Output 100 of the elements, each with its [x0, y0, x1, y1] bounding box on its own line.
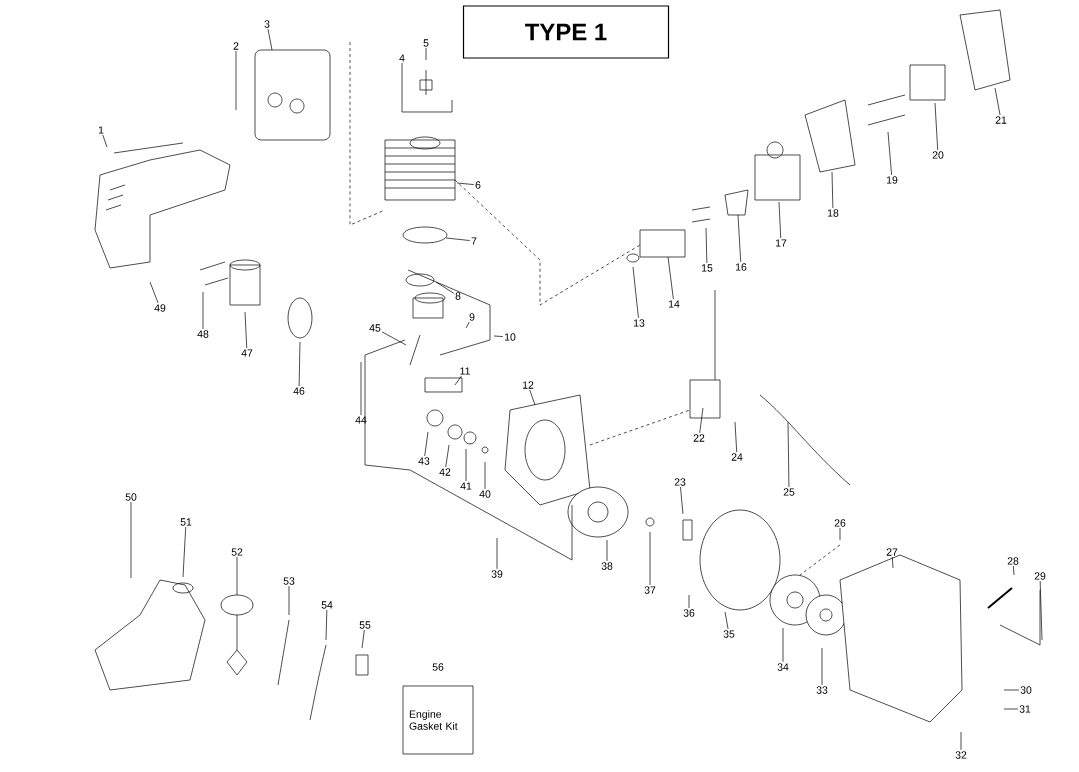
- callout-number: 55: [359, 621, 371, 629]
- leader-line: [887, 131, 892, 176]
- leader-line: [737, 214, 742, 263]
- leader-line: [267, 28, 273, 51]
- callout-number: 9: [469, 313, 475, 321]
- callout-number: 8: [455, 292, 461, 300]
- callout-number: 28: [1007, 557, 1019, 565]
- callout-number: 12: [523, 381, 534, 389]
- callout-number: 41: [460, 482, 472, 490]
- leader-line: [529, 389, 536, 406]
- leader-line: [1003, 689, 1020, 691]
- leader-line: [606, 539, 608, 562]
- callout-number: 34: [777, 663, 789, 671]
- leader-line: [244, 311, 248, 349]
- callout-number: 15: [702, 264, 713, 272]
- callout-number: 36: [683, 609, 695, 617]
- leader-line: [688, 594, 690, 609]
- leader-line: [401, 62, 403, 101]
- callout-number: 39: [491, 570, 503, 578]
- callout-number: 4: [399, 54, 405, 62]
- leader-line: [465, 321, 470, 329]
- title-box: TYPE 1: [462, 5, 670, 59]
- callout-number: 49: [154, 304, 166, 312]
- leader-line: [425, 47, 427, 61]
- leader-line: [456, 182, 475, 185]
- leader-line: [787, 421, 790, 488]
- leader-line: [680, 486, 684, 515]
- callout-number: 37: [644, 586, 656, 594]
- callout-number: 54: [321, 601, 333, 609]
- leader-line: [960, 731, 962, 751]
- leader-line: [994, 87, 1001, 116]
- callout-number: 17: [776, 239, 787, 247]
- leader-line: [934, 102, 939, 151]
- callout-number: 2: [233, 42, 239, 50]
- leader-line: [435, 281, 455, 294]
- leader-line: [1039, 580, 1043, 641]
- leader-line: [149, 281, 159, 304]
- leader-line: [667, 256, 674, 300]
- callout-number: 21: [995, 116, 1007, 124]
- callout-number: 50: [125, 493, 137, 501]
- leader-line: [235, 50, 237, 111]
- callout-number: 30: [1020, 686, 1032, 694]
- callout-number: 48: [197, 330, 209, 338]
- callout-number: 35: [723, 630, 735, 638]
- callout-number: 38: [601, 562, 613, 570]
- callout-number: 11: [460, 367, 470, 375]
- callout-number: 51: [180, 518, 192, 526]
- leader-line: [734, 421, 738, 453]
- leader-line: [699, 407, 704, 434]
- callout-number: 42: [439, 468, 451, 476]
- leader-line: [102, 134, 108, 148]
- callout-number: 31: [1019, 705, 1031, 713]
- callout-number: 13: [634, 319, 645, 327]
- leader-line: [484, 461, 486, 490]
- leader-line: [298, 341, 301, 387]
- callout-number: 1: [98, 126, 104, 134]
- leader-line: [381, 331, 407, 346]
- callout-number: 19: [887, 176, 898, 184]
- leader-line: [724, 611, 729, 630]
- callout-number: 7: [471, 237, 477, 245]
- callout-number: 22: [693, 434, 705, 442]
- callout-number: 27: [886, 548, 898, 556]
- leader-line: [891, 556, 894, 569]
- leader-line: [493, 335, 504, 337]
- leader-line: [360, 361, 362, 416]
- callout-number: 16: [736, 263, 747, 271]
- callout-number: 33: [816, 686, 828, 694]
- leader-line: [130, 501, 132, 579]
- callout-number: 53: [283, 577, 295, 585]
- leader-line: [202, 291, 204, 330]
- callout-number: 40: [479, 490, 491, 498]
- callout-number: 5: [423, 39, 429, 47]
- leader-line: [778, 201, 782, 239]
- leader-line: [632, 266, 639, 319]
- leader-line: [325, 609, 328, 641]
- leader-line: [445, 237, 471, 241]
- leader-line: [649, 531, 651, 586]
- leader-line: [821, 647, 823, 686]
- callout-number: 52: [231, 548, 243, 556]
- leader-line: [182, 526, 187, 578]
- callout-number: 45: [369, 324, 381, 332]
- callout-number: 18: [828, 209, 839, 217]
- callout-number: 56: [432, 663, 444, 671]
- leader-line: [839, 527, 841, 541]
- callout-number: 20: [932, 151, 944, 159]
- leader-line: [705, 227, 708, 264]
- callout-number: 32: [955, 751, 967, 759]
- leader-line: [454, 375, 462, 386]
- callout-number: 25: [783, 488, 795, 496]
- leader-line: [236, 556, 238, 596]
- leader-line: [465, 448, 467, 482]
- callout-number: 3: [264, 20, 270, 28]
- callout-number: 23: [674, 478, 686, 486]
- callout-number: 43: [418, 457, 430, 465]
- callout-number: 47: [241, 349, 253, 357]
- callout-number: 44: [355, 416, 367, 424]
- leader-line: [1003, 708, 1019, 710]
- leader-line: [496, 537, 498, 570]
- callout-number: 24: [731, 453, 743, 461]
- callout-number: 10: [505, 333, 516, 341]
